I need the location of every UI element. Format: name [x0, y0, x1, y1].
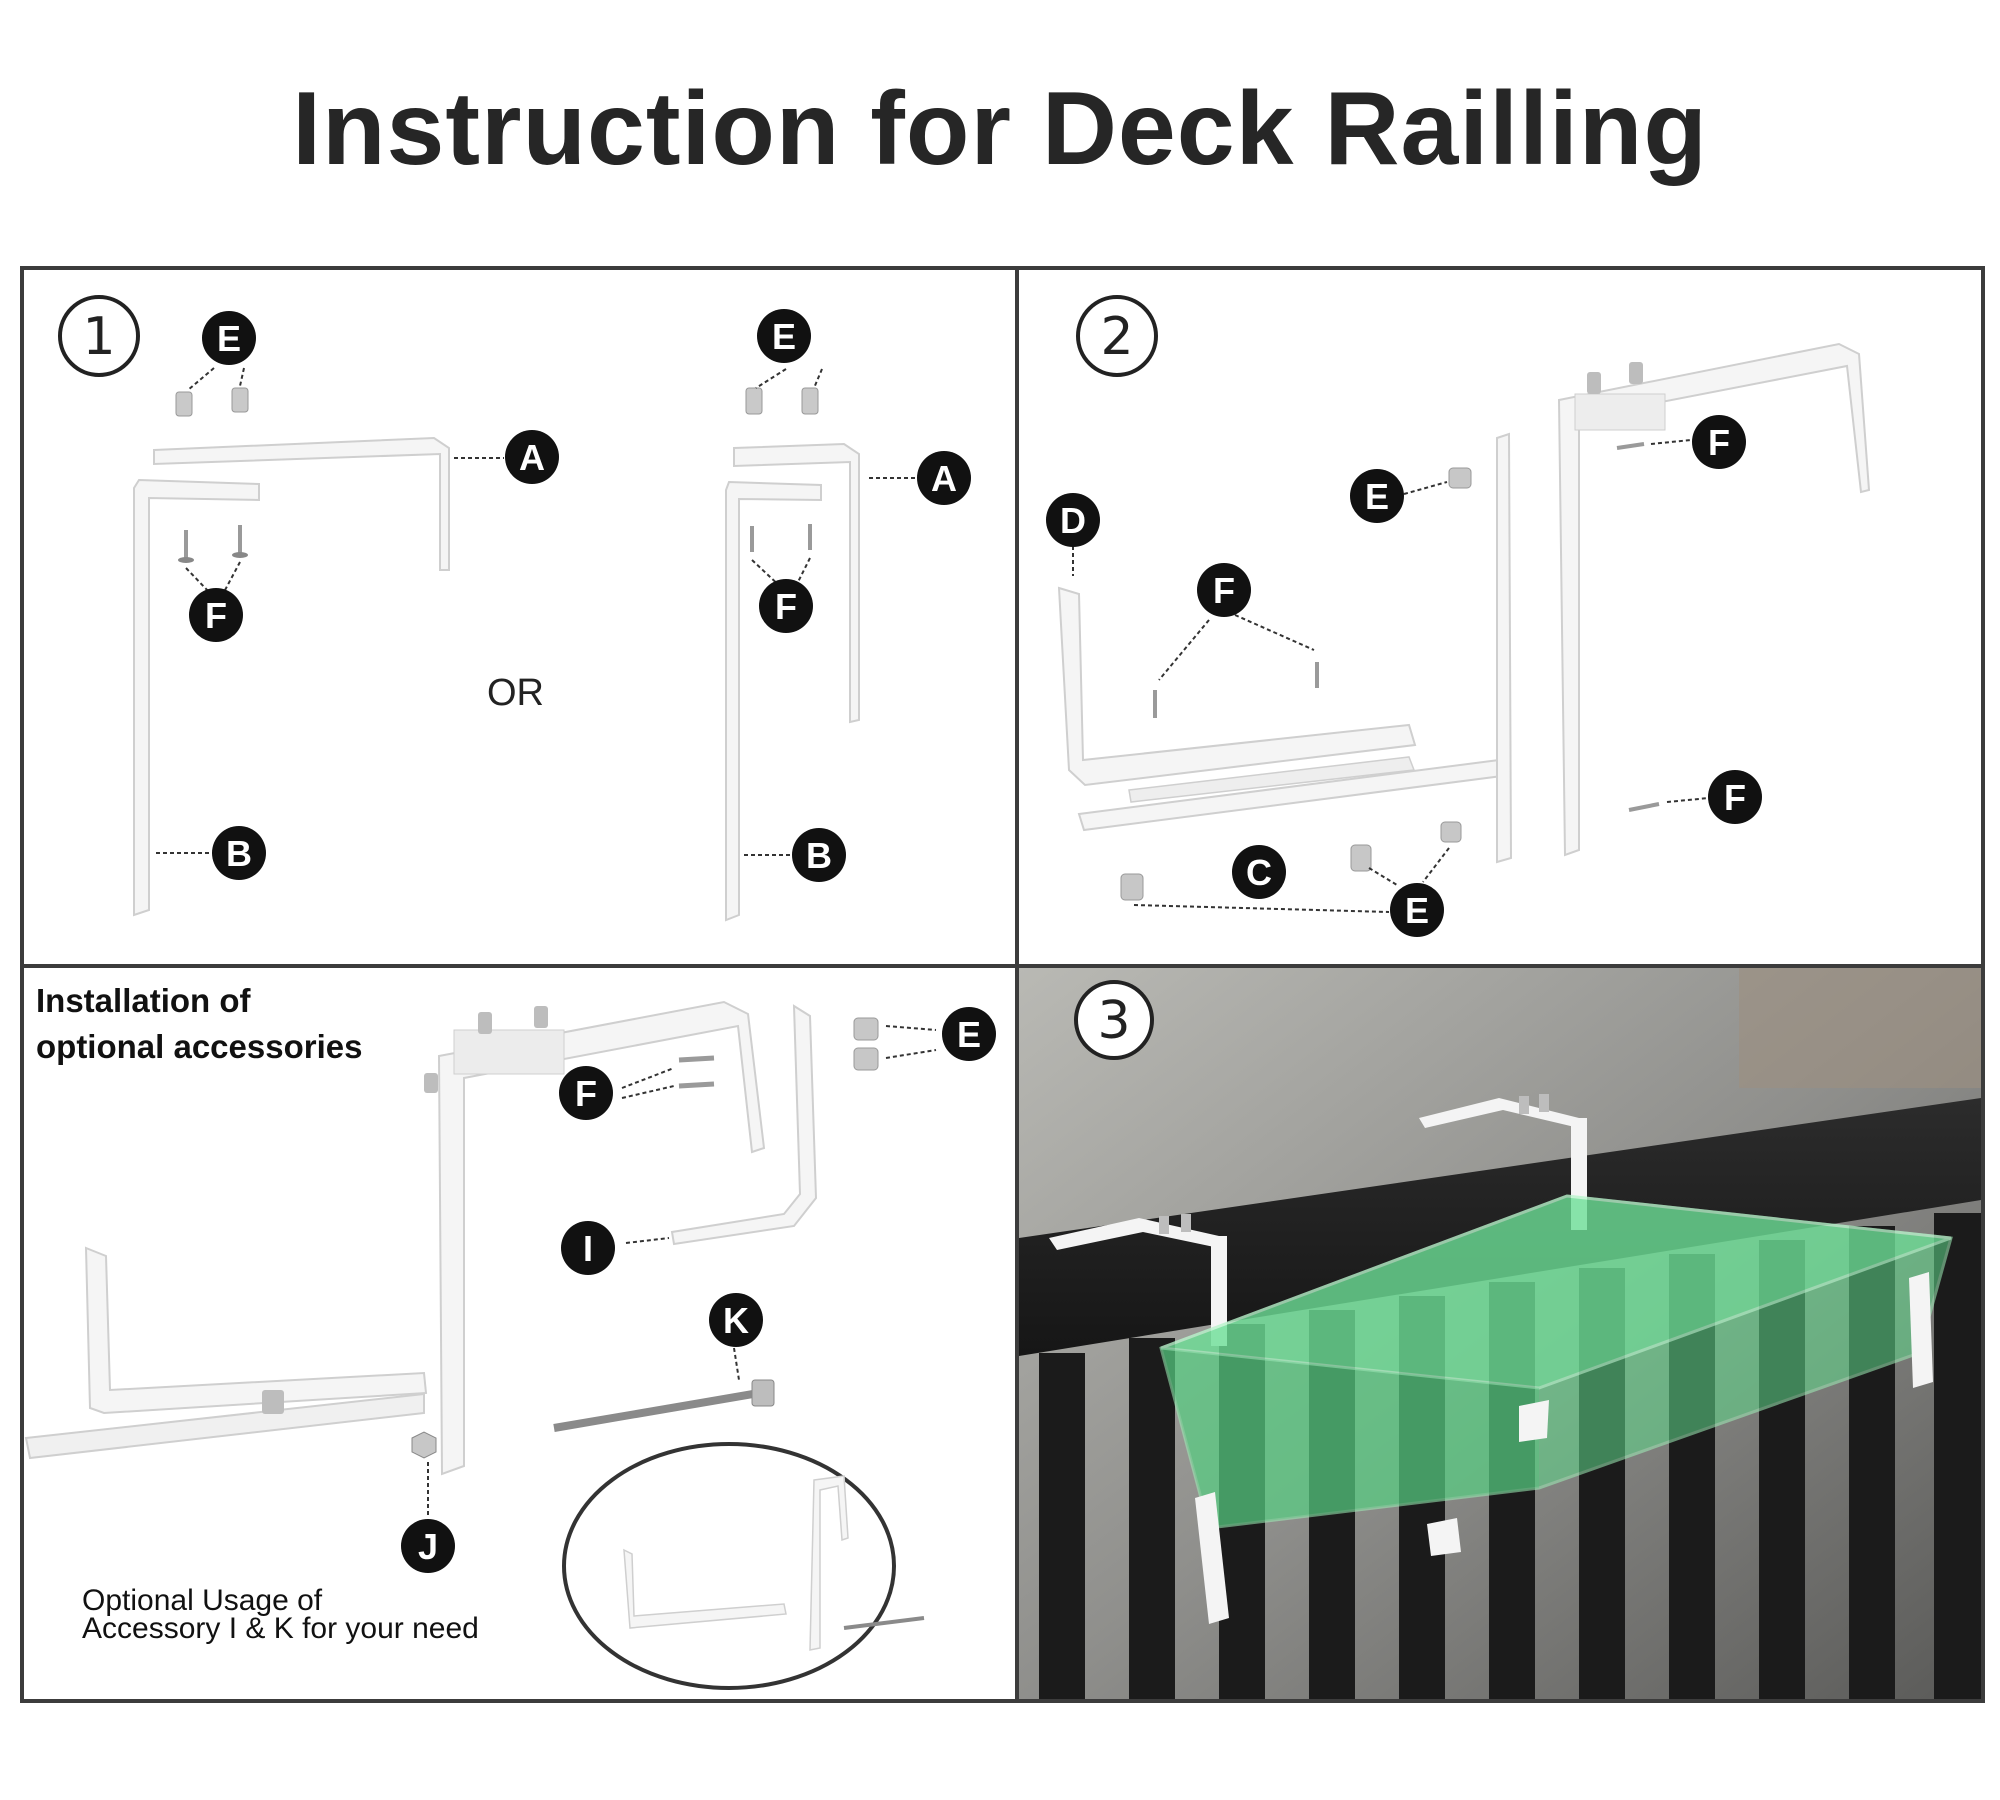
or-text: OR: [487, 672, 544, 714]
screws-f-optional: [678, 1055, 715, 1089]
panel-step-1: 1: [24, 270, 1015, 964]
bracket-a-assembled: [1557, 342, 1871, 857]
optional-heading-line-1: Installation of: [36, 982, 251, 1019]
label-f-lower-right: F: [1708, 770, 1762, 824]
panel-optional-accessories: Installation of optional accessories: [24, 968, 1015, 1699]
optional-usage-note: Optional Usage of Accessory I & K for yo…: [82, 1584, 479, 1645]
installed-bracket-bottom-left: [1195, 1400, 1549, 1624]
step-3-circle: [1074, 980, 1154, 1060]
bracket-d: [1057, 586, 1417, 803]
label-a-right-text: A: [931, 458, 957, 499]
step-2-number: 2: [1100, 307, 1133, 367]
label-f-upper-right-text: F: [1708, 422, 1730, 463]
grid-divider-vertical: [1015, 270, 1019, 1699]
label-a-left-text: A: [519, 437, 545, 478]
installed-bracket-left: [1049, 1214, 1227, 1346]
label-a-left: A: [505, 430, 559, 484]
label-i: I: [561, 1221, 615, 1275]
label-f-left: F: [189, 588, 243, 642]
bracket-a-left: [153, 436, 450, 571]
page-title: Instruction for Deck Railling: [292, 71, 1708, 187]
optional-note-line-1: Optional Usage of: [82, 1584, 323, 1617]
label-e-optional: E: [942, 1007, 996, 1061]
screws-f-right: [750, 524, 812, 552]
label-e-right-text: E: [772, 316, 796, 357]
nut-j: [411, 1431, 437, 1459]
label-k-text: K: [723, 1300, 749, 1341]
background-building: [1739, 968, 1981, 1088]
label-d: D: [1046, 493, 1100, 547]
spacers-e-optional: [853, 1017, 879, 1071]
step-3-number: 3: [1097, 991, 1130, 1051]
label-e-top-text: E: [1365, 476, 1389, 517]
label-j: J: [401, 1519, 455, 1573]
optional-usage-ellipse: [562, 1442, 896, 1690]
leader-lines-4: [427, 1025, 937, 1516]
screws-f-step2: [1153, 442, 1660, 812]
label-f-left-text: F: [205, 595, 227, 636]
installed-bracket-bottom-right: [1427, 1272, 1933, 1556]
spacers-e-right: [745, 387, 819, 415]
spacers-e-left: [175, 387, 249, 417]
label-e-bottom-text: E: [1405, 890, 1429, 931]
label-f-optional: F: [559, 1066, 613, 1120]
optional-heading-line-2: optional accessories: [36, 1028, 363, 1065]
label-e-left: E: [202, 311, 256, 365]
bracket-a-right: [733, 442, 860, 724]
screws-f-left: [178, 525, 248, 563]
label-c: C: [1232, 845, 1286, 899]
label-e-left-text: E: [217, 318, 241, 359]
step-1-number: 1: [82, 307, 115, 367]
panel-step-3: 3: [1019, 968, 1981, 1699]
label-b-right-text: B: [806, 835, 832, 876]
label-i-text: I: [583, 1228, 593, 1269]
label-b-left-text: B: [226, 833, 252, 874]
label-f-lower-right-text: F: [1724, 777, 1746, 818]
step-2-diagram: 2: [1046, 295, 1871, 937]
label-j-text: J: [418, 1526, 438, 1567]
label-f-optional-text: F: [575, 1073, 597, 1114]
bolt-k: [553, 1379, 775, 1432]
label-b-right: B: [792, 828, 846, 882]
long-bar: [1496, 432, 1513, 864]
step-1-circle: [58, 295, 140, 377]
step-1-diagram: 1: [58, 295, 971, 922]
label-f-right-text: F: [775, 586, 797, 627]
label-c-text: C: [1246, 852, 1272, 893]
bracket-b-right: [725, 480, 822, 922]
spacers-e-step2: [1120, 467, 1472, 901]
label-f-right: F: [759, 579, 813, 633]
label-f-center: F: [1197, 563, 1251, 617]
optional-accessories-heading: Installation of optional accessories: [36, 978, 362, 1070]
label-e-bottom: E: [1390, 883, 1444, 937]
label-e-optional-text: E: [957, 1014, 981, 1055]
step-2-circle: [1076, 295, 1158, 377]
mini-assembly: [623, 1475, 925, 1651]
label-d-text: D: [1060, 500, 1086, 541]
label-f-center-text: F: [1213, 570, 1235, 611]
label-e-right: E: [757, 309, 811, 363]
leader-lines-2: [1072, 439, 1710, 913]
instruction-grid: 1: [20, 266, 1985, 1703]
label-k: K: [709, 1293, 763, 1347]
optional-note-line-2: Accessory I & K for your need: [82, 1612, 479, 1645]
label-b-left: B: [212, 826, 266, 880]
label-e-top: E: [1350, 469, 1404, 523]
bracket-i: [670, 1004, 818, 1246]
grid-divider-horizontal: [24, 964, 1981, 968]
bracket-assembled-large: [424, 1000, 766, 1476]
installed-planter-illustration: 3: [1019, 968, 1981, 1699]
bracket-b-left: [133, 478, 260, 917]
panel-step-2: 2: [1019, 270, 1981, 964]
bracket-bottom-left: [24, 1246, 428, 1460]
optional-accessories-diagram: E F I K J: [24, 1000, 996, 1690]
label-f-upper-right: F: [1692, 415, 1746, 469]
label-a-right: A: [917, 451, 971, 505]
